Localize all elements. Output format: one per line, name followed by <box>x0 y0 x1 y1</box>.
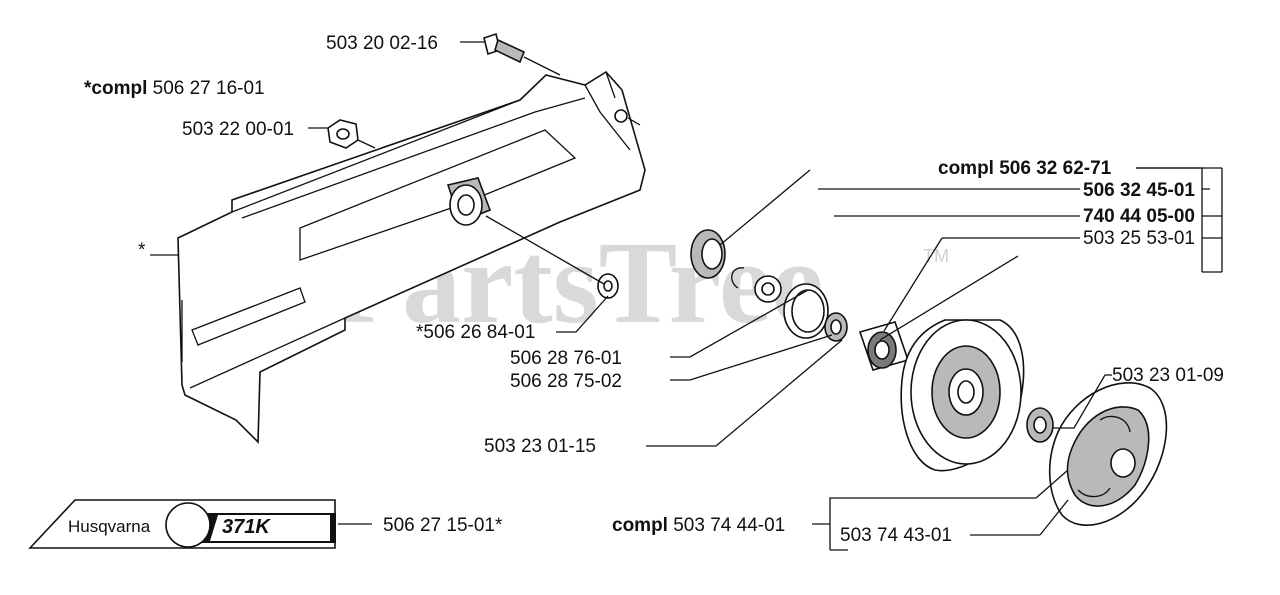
cover-bearing <box>446 177 492 226</box>
label-clutch-shoe-compl: compl 503 74 44-01 <box>612 515 785 536</box>
label-bearing-503: 503 25 53-01 <box>1083 228 1195 249</box>
decal-model-text: 371K <box>222 516 271 538</box>
label-clutch-compl-number: 506 32 62-71 <box>999 158 1111 179</box>
label-clutch-shoe: 503 74 43-01 <box>840 525 952 546</box>
decal-brand-text: Husqvarna <box>68 517 151 536</box>
label-cover-compl-prefix: *compl <box>84 78 147 99</box>
thrust-washer-part <box>824 312 848 342</box>
clutch-drum-part <box>900 319 1025 472</box>
label-decal: 506 27 15-01* <box>383 515 503 536</box>
needle-cage-part <box>754 275 782 303</box>
leader-lines <box>150 41 1223 551</box>
label-ring-76: 506 28 76-01 <box>510 348 622 369</box>
label-clutch-shoe-compl-prefix: compl <box>612 515 668 536</box>
label-screw: 503 20 02-16 <box>326 33 438 54</box>
screw-part <box>483 32 526 64</box>
watermark-tm: TM <box>923 246 949 266</box>
needle-bearing-part <box>858 321 910 371</box>
label-star: * <box>138 240 146 261</box>
snap-ring-part <box>731 267 745 289</box>
label-nut: 503 22 00-01 <box>182 119 294 140</box>
large-washer-part <box>783 283 829 339</box>
bushing-part <box>597 273 619 299</box>
label-washer-15: 503 23 01-15 <box>484 436 596 457</box>
label-cover-compl: *compl 506 27 16-01 <box>84 78 265 99</box>
label-clutch-compl: compl 506 32 62-71 <box>938 158 1112 179</box>
label-washer-740: 740 44 05-00 <box>1083 206 1195 227</box>
clutch-washer-part <box>1026 407 1054 443</box>
seal-part <box>690 229 726 279</box>
label-bushing: *506 26 84-01 <box>416 322 535 343</box>
label-clutch-compl-prefix: compl <box>938 158 994 179</box>
clutch-shoe-part <box>1048 382 1168 526</box>
label-cover-compl-number: 506 27 16-01 <box>153 78 265 99</box>
label-clutch-shoe-compl-number: 503 74 44-01 <box>673 515 785 536</box>
clutch-cover <box>177 70 646 444</box>
label-washer-09: 503 23 01-09 <box>1112 365 1224 386</box>
nut-part <box>327 119 359 149</box>
label-spring-75: 506 28 75-02 <box>510 371 622 392</box>
decal-part: Husqvarna 371K <box>28 499 336 549</box>
label-seal: 506 32 45-01 <box>1083 180 1195 201</box>
